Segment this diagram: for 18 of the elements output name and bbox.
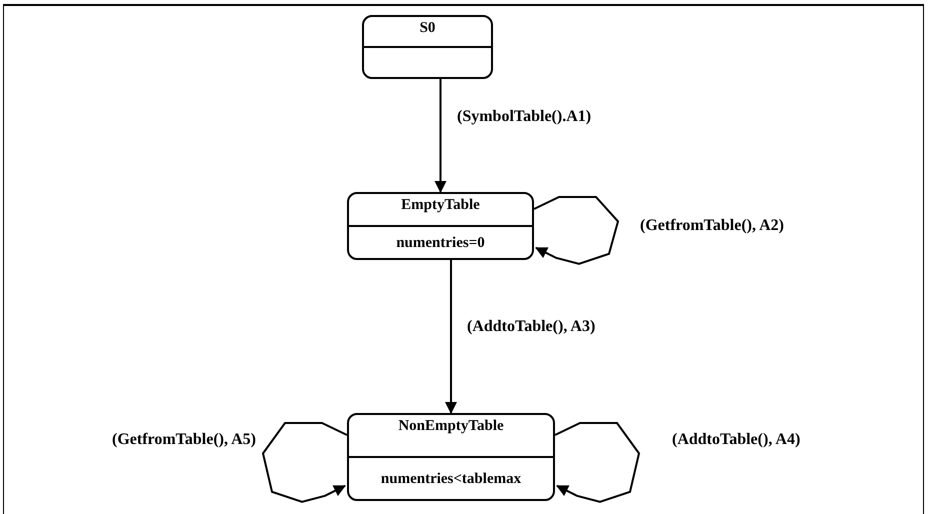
transition-arrow [262,422,348,503]
transition-arrow [554,422,640,503]
transition-arrow [445,260,457,414]
state-name: NonEmptyTable [398,417,504,436]
state-box [347,413,555,501]
state-name: EmptyTable [401,196,480,215]
edge-label: (SymbolTable().A1) [455,107,594,127]
edge-label: (AddtoTable(), A4) [670,430,802,450]
state-variable: numentries=0 [396,234,485,252]
edge-label: (AddtoTable(), A3) [465,317,598,337]
edge-label: (GetfromTable(), A2) [638,216,786,236]
state-box [347,192,534,260]
transition-arrow [534,196,620,265]
transition-arrow [434,79,446,193]
edge-label: (GetfromTable(), A5) [110,430,258,450]
state-variable: numentries<tablemax [380,470,522,488]
state-box [362,15,493,79]
state-name: S0 [420,19,436,38]
